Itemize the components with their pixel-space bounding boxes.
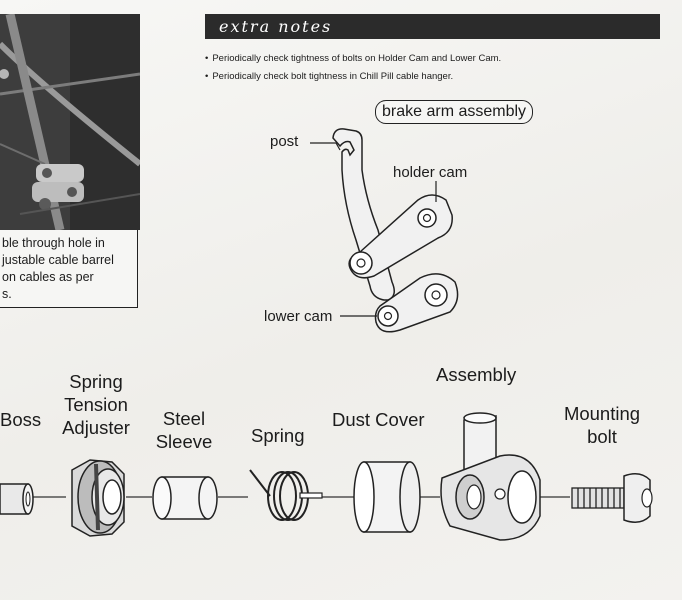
steel-sleeve-label: Steel Sleeve [150, 407, 218, 453]
steel-sleeve-part [152, 476, 218, 520]
bike-brake-photo [0, 14, 140, 230]
bullet-icon: • [205, 71, 209, 82]
caption-line: s. [2, 287, 12, 301]
note-item: •Periodically check tightness of bolts o… [205, 53, 501, 64]
assembly-label: Assembly [436, 364, 517, 385]
label-line: Tension [64, 394, 128, 415]
photo-caption: ble through hole in justable cable barre… [0, 230, 138, 308]
extra-notes-title: extra notes [219, 17, 333, 36]
label-line: Adjuster [62, 417, 130, 438]
caption-line: on cables as per [2, 270, 94, 284]
note-text: Periodically check tightness of bolts on… [212, 53, 502, 64]
spring-part [249, 469, 323, 521]
label-line: bolt [587, 426, 617, 447]
mounting-bolt-part [571, 473, 653, 523]
label-line: Spring [69, 371, 123, 392]
boss-label: Boss [0, 409, 42, 430]
spring-tension-adjuster-label: Spring Tension Adjuster [56, 370, 136, 439]
spring-label: Spring [251, 425, 305, 446]
brake-arm-assembly-title: brake arm assembly [375, 100, 534, 124]
dust-cover-label: Dust Cover [332, 409, 425, 430]
note-text: Periodically check bolt tightness in Chi… [212, 71, 454, 82]
post-label: post [270, 133, 299, 150]
assembly-part [440, 412, 541, 541]
note-item: •Periodically check bolt tightness in Ch… [205, 71, 453, 82]
caption-line: ble through hole in [2, 236, 105, 250]
dust-cover-part [353, 461, 421, 533]
extra-notes-header: extra notes [205, 14, 660, 39]
label-line: Steel [162, 408, 206, 429]
holder-cam-label: holder cam [393, 164, 468, 181]
spring-tension-adjuster-part [71, 459, 125, 537]
caption-line: justable cable barrel [2, 253, 114, 267]
bullet-icon: • [205, 53, 209, 64]
lower-cam-label: lower cam [264, 308, 333, 325]
label-line: Mounting [563, 403, 641, 424]
boss-part [0, 483, 34, 515]
mounting-bolt-label: Mounting bolt [554, 402, 650, 448]
label-line: Sleeve [155, 431, 213, 452]
